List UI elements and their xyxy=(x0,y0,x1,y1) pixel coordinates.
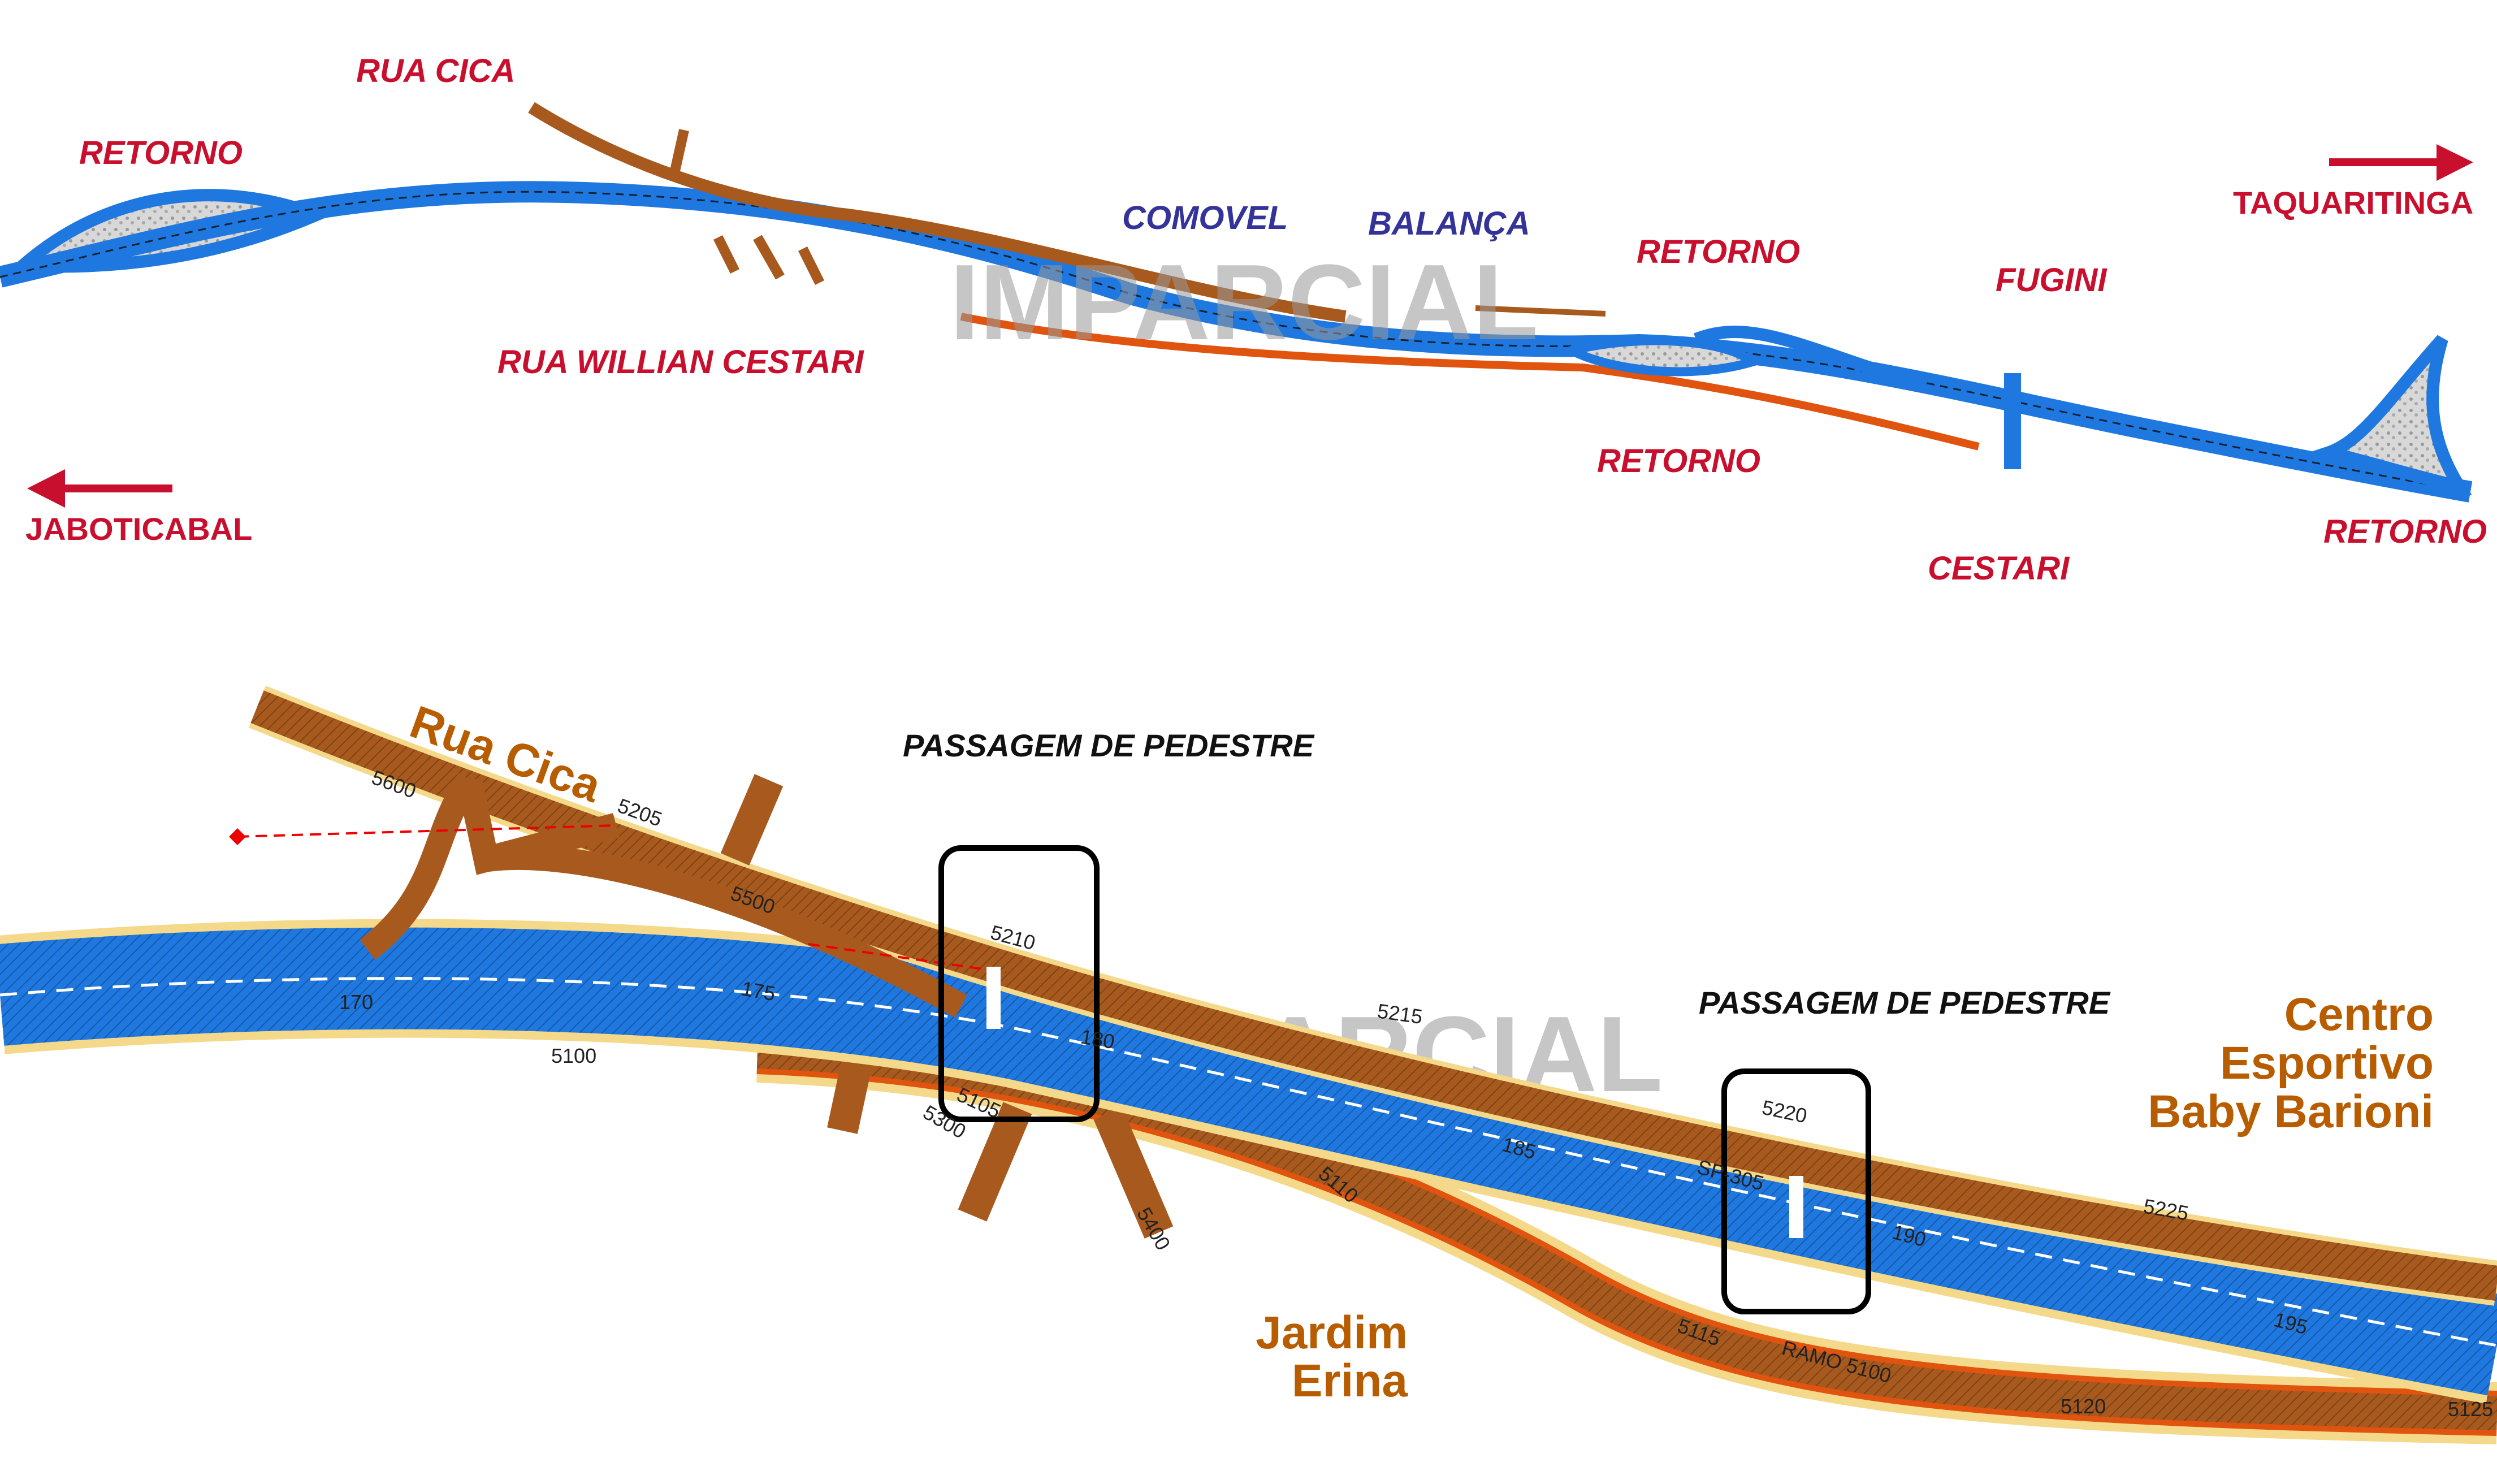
overview-roads xyxy=(0,102,2473,503)
arrow-right-icon xyxy=(2329,144,2473,181)
station-5100: 5100 xyxy=(551,1044,596,1067)
label-retorno-left: RETORNO xyxy=(79,135,243,171)
label-comovel: COMOVEL xyxy=(1122,200,1288,236)
station-5120: 5120 xyxy=(2061,1395,2106,1418)
label-rua-cica: RUA CICA xyxy=(356,53,515,89)
label-retorno-mid-top: RETORNO xyxy=(1637,233,1800,270)
label-jardim-erina: Jardim Erina xyxy=(1256,1307,1408,1407)
label-centro-esportivo: Centro Esportivo Baby Barioni xyxy=(2148,989,2434,1137)
label-line: Baby Barioni xyxy=(2148,1086,2434,1137)
label-balanca: BALANÇA xyxy=(1368,205,1530,242)
label-line: Esportivo xyxy=(2220,1037,2434,1089)
label-line: Centro xyxy=(2284,989,2434,1040)
direction-taquaritinga: TAQUARITINGA xyxy=(2233,185,2473,220)
pedestrian-crossing-box-2 xyxy=(1721,1068,1871,1314)
retorno-mid-island xyxy=(1559,336,1762,377)
label-line: Jardim xyxy=(1256,1307,1408,1358)
label-retorno-right: RETORNO xyxy=(2323,513,2487,550)
label-rua-willian-cestari: RUA WILLIAN CESTARI xyxy=(497,344,864,380)
label-retorno-mid-bottom: RETORNO xyxy=(1597,443,1760,479)
rua-cica-loop xyxy=(360,773,967,1018)
station-5220: 5220 xyxy=(1760,1096,1809,1128)
overview-rua-cica xyxy=(528,102,1347,323)
label-cestari: CESTARI xyxy=(1928,550,2070,587)
overview-lower-road xyxy=(960,313,1980,451)
arrow-left-icon xyxy=(27,469,172,508)
pedestrian-crossing-box-1 xyxy=(938,845,1100,1122)
station-5400: 5400 xyxy=(1132,1204,1175,1254)
retorno-right-island xyxy=(2306,335,2472,495)
label-passagem-pedestre-2: PASSAGEM DE PEDESTRE xyxy=(1699,985,2111,1020)
detail-roads xyxy=(0,685,2497,1444)
label-line: Erina xyxy=(1292,1355,1408,1407)
station-170: 170 xyxy=(339,990,373,1014)
label-passagem-pedestre-1: PASSAGEM DE PEDESTRE xyxy=(903,728,1315,763)
label-fugini: FUGINI xyxy=(1996,262,2107,298)
station-5125: 5125 xyxy=(2448,1398,2493,1421)
watermark: IMPARCIAL xyxy=(950,243,1538,362)
direction-jaboticabal: JABOTICABAL xyxy=(25,511,252,547)
